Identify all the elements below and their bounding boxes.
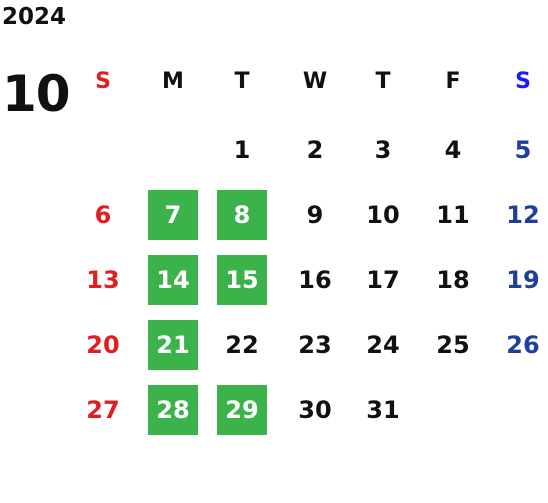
month-number: 10 bbox=[2, 65, 71, 123]
day-cell-24[interactable]: 24 bbox=[366, 331, 400, 359]
weekday-header-sun: S bbox=[95, 68, 111, 94]
day-cell-16[interactable]: 16 bbox=[298, 266, 332, 294]
day-cell-15[interactable]: 15 bbox=[217, 255, 267, 305]
day-cell-27[interactable]: 27 bbox=[86, 396, 120, 424]
weekday-header-tue: T bbox=[234, 68, 250, 94]
day-cell-14[interactable]: 14 bbox=[148, 255, 198, 305]
day-cell-18[interactable]: 18 bbox=[436, 266, 470, 294]
day-cell-5[interactable]: 5 bbox=[514, 136, 532, 164]
day-cell-12[interactable]: 12 bbox=[506, 201, 540, 229]
weekday-header-mon: M bbox=[162, 68, 184, 94]
day-cell-8[interactable]: 8 bbox=[217, 190, 267, 240]
day-cell-22[interactable]: 22 bbox=[225, 331, 259, 359]
weekday-header-thu: T bbox=[375, 68, 391, 94]
weekday-header-sat: S bbox=[515, 68, 531, 94]
year-label: 2024 bbox=[2, 4, 67, 30]
day-cell-30[interactable]: 30 bbox=[298, 396, 332, 424]
day-cell-19[interactable]: 19 bbox=[506, 266, 540, 294]
day-cell-25[interactable]: 25 bbox=[436, 331, 470, 359]
day-cell-13[interactable]: 13 bbox=[86, 266, 120, 294]
day-cell-20[interactable]: 20 bbox=[86, 331, 120, 359]
day-cell-7[interactable]: 7 bbox=[148, 190, 198, 240]
day-cell-21[interactable]: 21 bbox=[148, 320, 198, 370]
day-cell-1[interactable]: 1 bbox=[233, 136, 251, 164]
day-cell-9[interactable]: 9 bbox=[306, 201, 324, 229]
day-cell-6[interactable]: 6 bbox=[94, 201, 112, 229]
day-cell-10[interactable]: 10 bbox=[366, 201, 400, 229]
day-cell-29[interactable]: 29 bbox=[217, 385, 267, 435]
day-cell-23[interactable]: 23 bbox=[298, 331, 332, 359]
weekday-header-fri: F bbox=[445, 68, 461, 94]
weekday-header-wed: W bbox=[302, 68, 328, 94]
day-cell-11[interactable]: 11 bbox=[436, 201, 470, 229]
day-cell-3[interactable]: 3 bbox=[374, 136, 392, 164]
day-cell-4[interactable]: 4 bbox=[444, 136, 462, 164]
day-cell-31[interactable]: 31 bbox=[366, 396, 400, 424]
day-cell-2[interactable]: 2 bbox=[306, 136, 324, 164]
day-cell-17[interactable]: 17 bbox=[366, 266, 400, 294]
day-cell-26[interactable]: 26 bbox=[506, 331, 540, 359]
day-cell-28[interactable]: 28 bbox=[148, 385, 198, 435]
